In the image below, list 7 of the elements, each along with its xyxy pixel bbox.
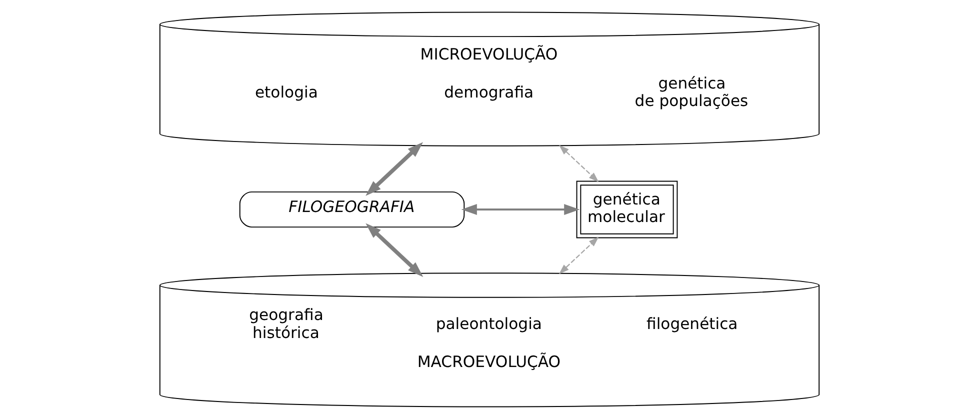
node-box: genética molecular [576, 180, 678, 238]
node-box: FILOGEOGRAFIA [239, 191, 465, 228]
arrow [366, 223, 424, 277]
arrow [461, 204, 580, 215]
arrow [558, 236, 599, 274]
arrow [366, 142, 424, 196]
arrow [558, 144, 599, 182]
